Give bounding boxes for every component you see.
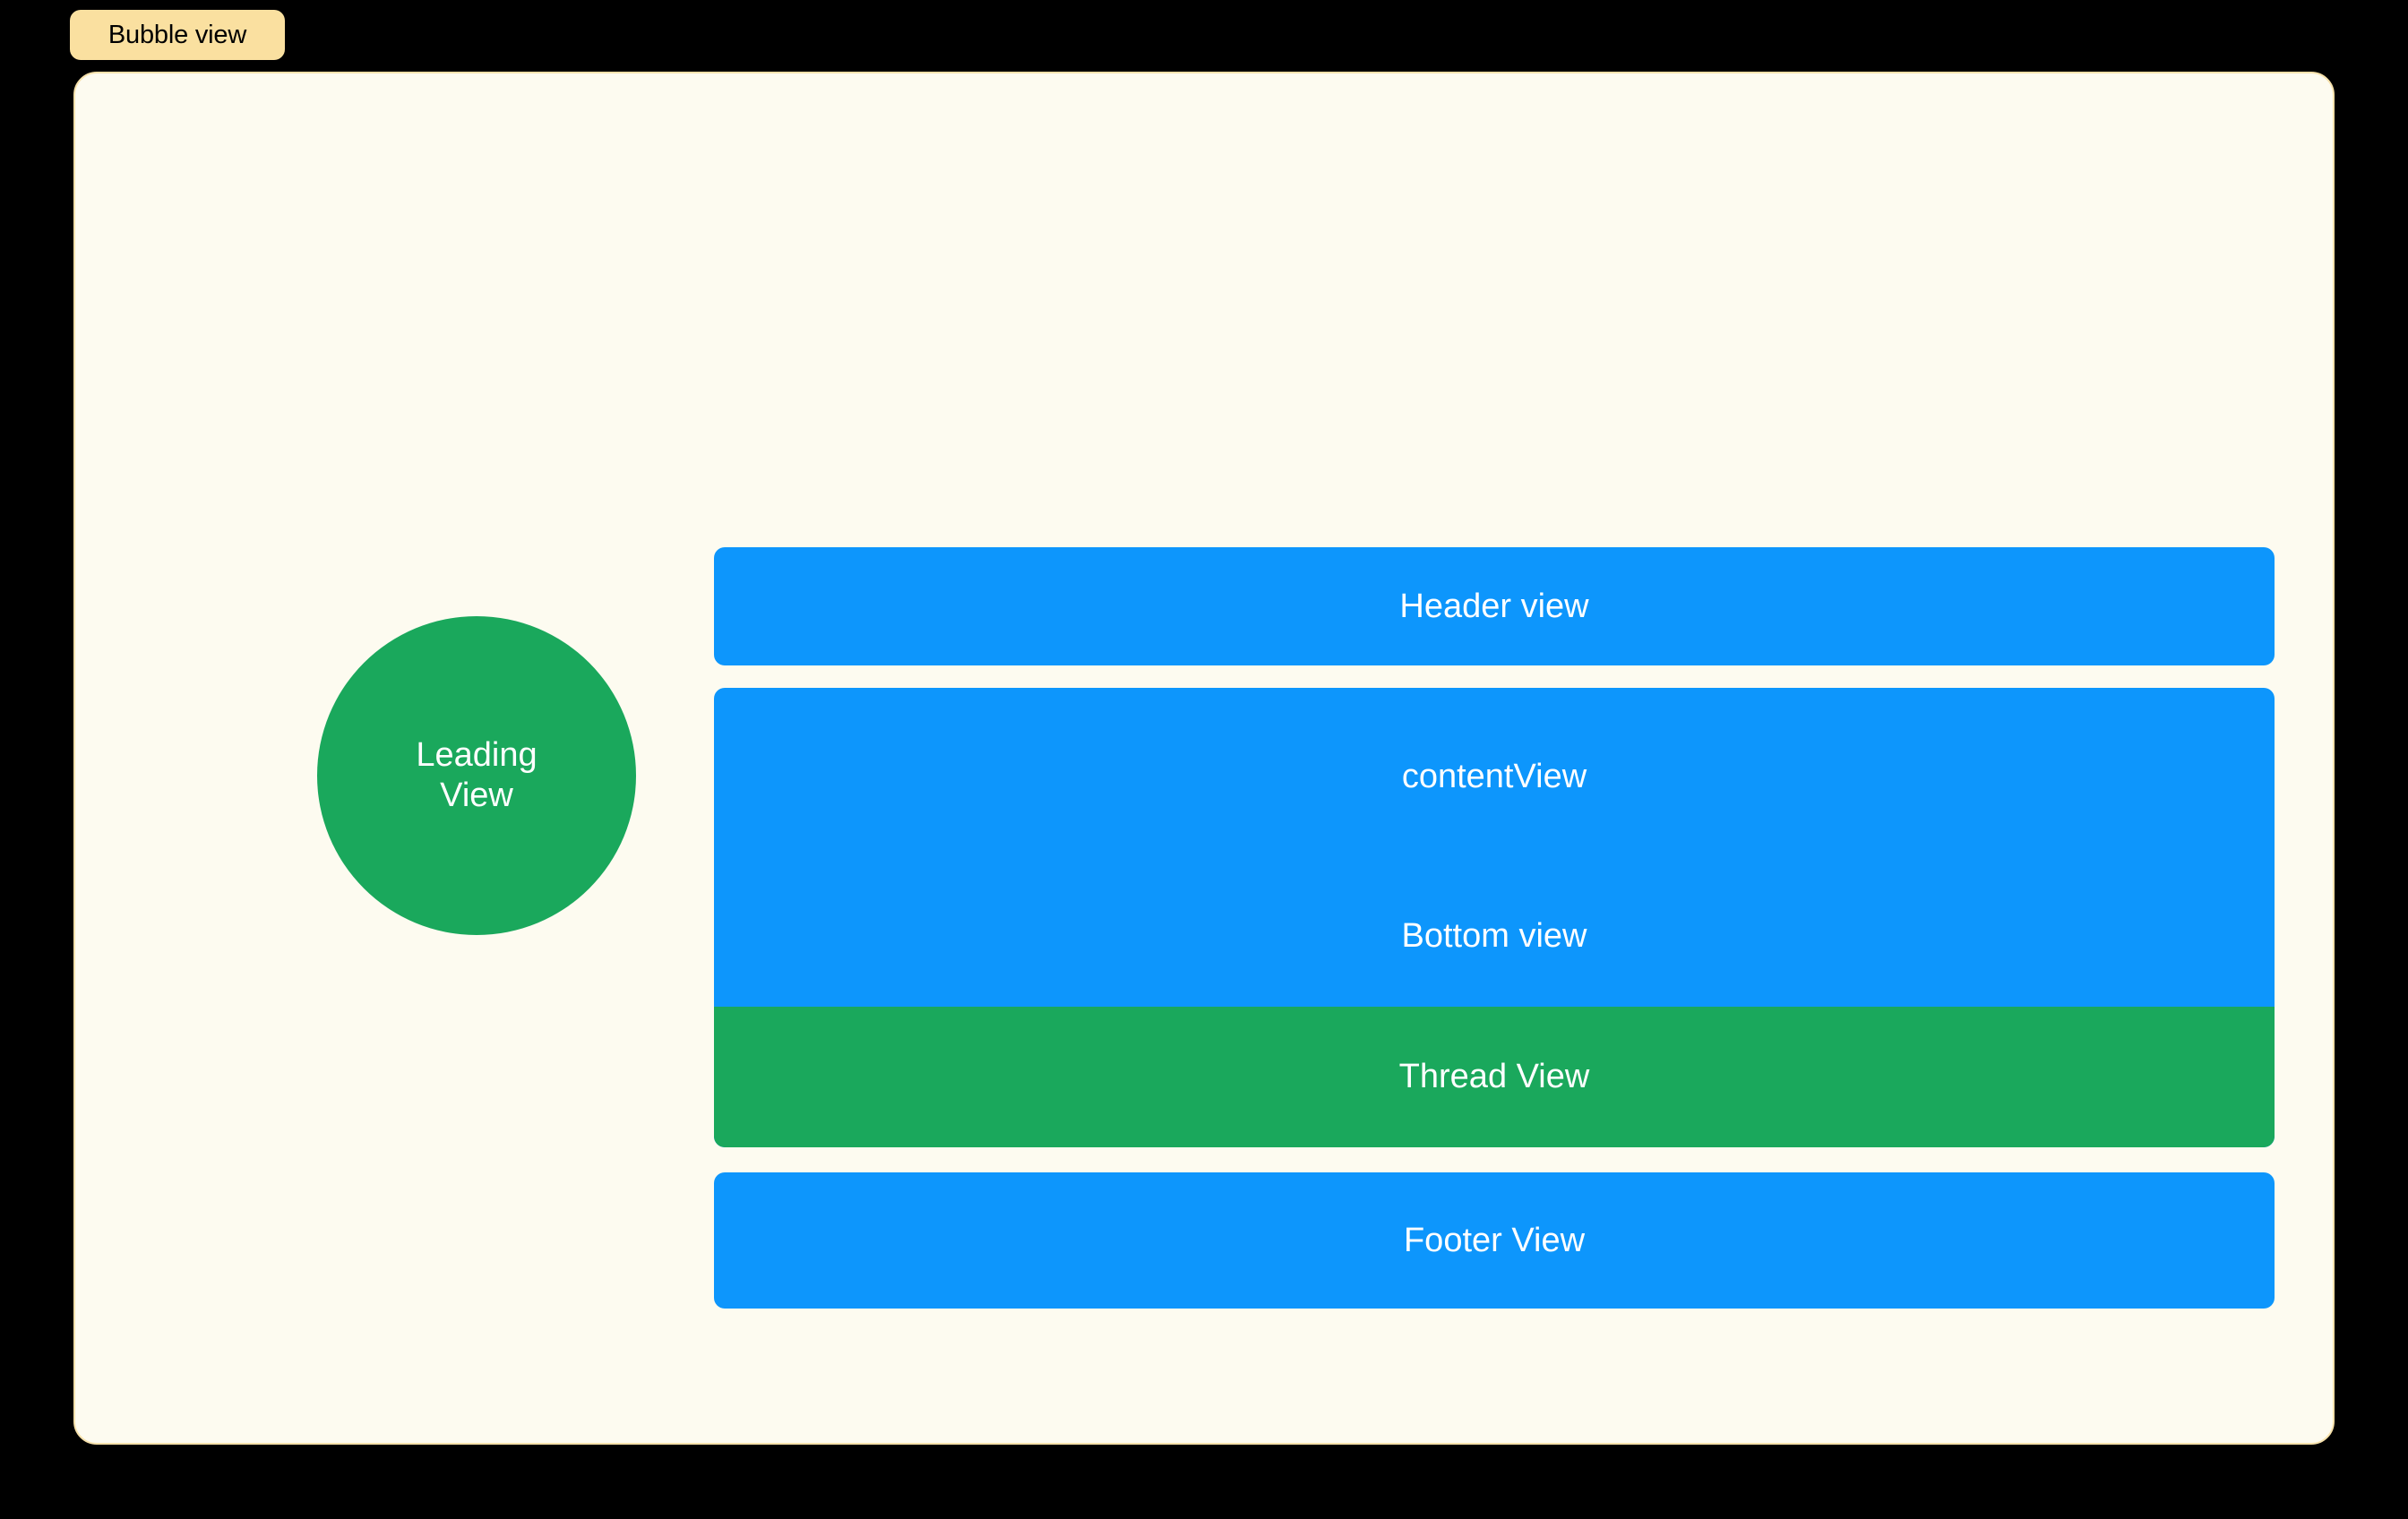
bubble-view-annotation-badge: Bubble view [70, 10, 285, 60]
thread-view-block: Thread View [714, 1007, 2275, 1147]
footer-view-block: Footer View [714, 1172, 2275, 1309]
bubble-view-container: Leading View Header view contentView Bot… [73, 72, 2335, 1445]
content-view-block: contentView Bottom view Thread View [714, 688, 2275, 1147]
bottom-view-label: Bottom view [1401, 917, 1587, 955]
leading-view-label-line-1: Leading [416, 736, 538, 775]
content-view-label: contentView [1401, 758, 1587, 795]
bubble-view-stack: Header view contentView Bottom view Thre… [714, 547, 2275, 1309]
leading-view-circle: Leading View [317, 616, 636, 935]
header-view-block: Header view [714, 547, 2275, 665]
leading-view-label-line-2: View [440, 777, 513, 814]
